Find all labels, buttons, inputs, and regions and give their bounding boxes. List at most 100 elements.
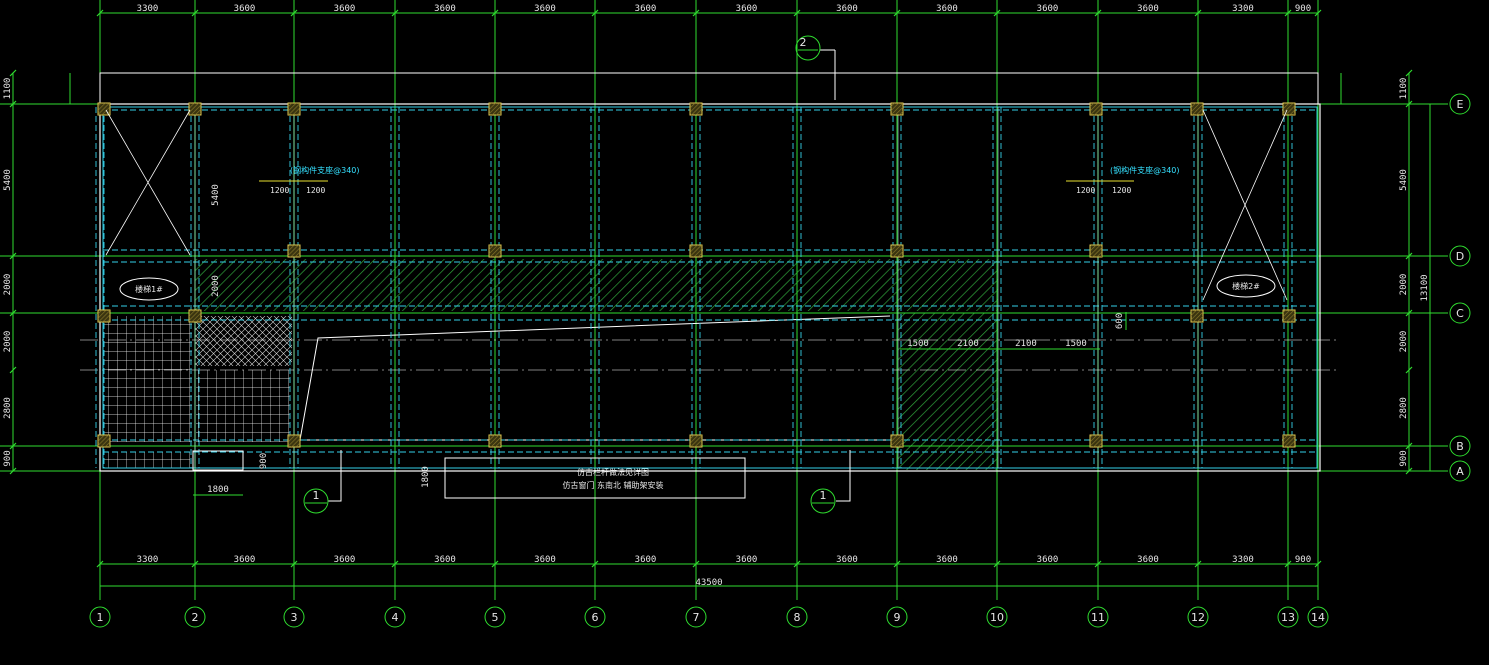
top-dim-tick [1284,9,1292,17]
bottom-dim-label: 3600 [434,555,456,565]
section-left: 1 [313,489,320,502]
left-dim-label: 5400 [3,169,13,191]
axis-bubble [1087,606,1109,628]
axis-label-x: 1 [97,611,104,624]
top-dim-label: 3600 [334,4,356,14]
column-hatch [891,103,903,115]
top-dim-tick [591,9,599,17]
bottom-dim-tick [290,560,298,568]
grid-area-2 [196,370,290,442]
axis-label-y: E [1457,98,1464,111]
stair-shafts: 楼梯1# 楼梯2# [105,109,1288,301]
column-hatch [1090,103,1102,115]
column-hatch [489,103,501,115]
stair-cross-left [105,109,191,256]
bottom-dim-label: 3600 [1037,555,1059,565]
axis-label-y: C [1456,307,1464,320]
building-inner-outline [102,106,1318,469]
stair-dim-900: 900 [259,453,269,469]
stair-label-right: 楼梯2# [1232,281,1260,291]
top-dim-label: 900 [1295,4,1311,14]
right-dim-tick [1405,366,1413,374]
axis-bubble [1449,460,1471,482]
axis-label-x: 14 [1311,611,1325,624]
hatched-slab-areas [104,259,998,470]
axis-bubble [786,606,808,628]
top-dim-tick [893,9,901,17]
axis-label-x: 4 [392,611,399,624]
stair-label-left-bubble [119,277,179,301]
axis-label-x: 8 [794,611,801,624]
axis-bubble [384,606,406,628]
section-left-symbol [303,488,329,514]
bottom-dim-label: 3600 [836,555,858,565]
right-dim-label: 1100 [1399,78,1409,100]
column-hatch [489,245,501,257]
top-dim-tick [96,9,104,17]
top-dim-label: 3600 [534,4,556,14]
left-dim-tick [9,100,17,108]
right-dim-label: 2000 [1399,274,1409,296]
stair-label-left: 楼梯1# [135,284,163,294]
beam-note-left: (钢构件支座@340) [290,165,360,175]
axis-label-x: 2 [192,611,199,624]
note-box [444,457,746,499]
axis-label-x: 11 [1091,611,1105,624]
structure-lines [99,72,1321,472]
hatch-corridor [195,259,998,311]
stair-dim-1800: 1800 [207,485,229,495]
column-hatch [98,435,110,447]
column-hatch [690,245,702,257]
right-dim-tick [1405,69,1413,77]
bottom-dim-tick [692,560,700,568]
top-dim-tick [692,9,700,17]
axis-bubble [89,606,111,628]
stair-cross-right [1202,109,1288,301]
axis-bubble [484,606,506,628]
axis-bubble [986,606,1008,628]
bottom-dim-tick [191,560,199,568]
left-dim-label: 900 [3,450,13,466]
note-line1: 仿古栏杆做法见详图 [577,467,649,477]
bottom-dim-tick [1194,560,1202,568]
roof-outline [99,72,1319,105]
bottom-dim-tick [1284,560,1292,568]
column-hatch [1283,435,1295,447]
grid-area-1 [104,316,192,442]
axis-label-y: B [1456,440,1464,453]
crosshatch-area [195,316,292,366]
column-hatch [891,435,903,447]
left-dim-tick [9,467,17,475]
left-dim-label: 1100 [3,78,13,100]
beam-dim-right-2: 1200 [1112,186,1131,195]
left-dim-label: 2000 [3,274,13,296]
top-dim-label: 3600 [836,4,858,14]
bottom-dim-label: 3600 [534,555,556,565]
axis-label-x: 6 [592,611,599,624]
axis-bubble [1307,606,1329,628]
axis-bubble [1449,93,1471,115]
column-hatch [98,310,110,322]
right-total-label: 13100 [1420,274,1430,301]
top-dim-tick [1194,9,1202,17]
column-hatch [1283,310,1295,322]
beam-lines [95,107,1317,468]
column-hatch [690,435,702,447]
bottom-dim-tick [993,560,1001,568]
beam-dim-left-2: 1200 [306,186,325,195]
left-dim-tick [9,69,17,77]
right-dim-tick [1405,467,1413,475]
axis-bubble [1449,435,1471,457]
bottom-dim-tick [1314,560,1322,568]
column-hatch [189,310,201,322]
beam-dim-right-1: 1200 [1076,186,1095,195]
axis-bubble [1449,302,1471,324]
inner-dim-2000: 2000 [211,275,221,297]
bottom-dim-label: 3600 [635,555,657,565]
left-dim-tick [9,442,17,450]
axis-label-x: 10 [990,611,1004,624]
building-outline [99,103,1321,472]
left-dim-tick [9,252,17,260]
